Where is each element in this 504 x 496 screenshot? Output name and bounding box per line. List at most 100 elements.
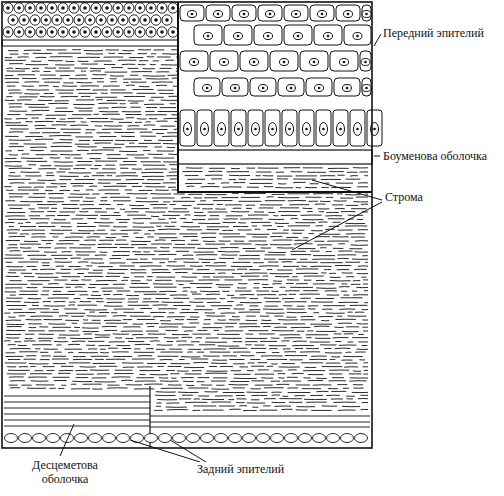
stroma-fiber [210,215,219,216]
stroma-fiber [306,334,329,335]
stroma-fiber [289,204,309,205]
stroma-fiber [158,356,179,357]
stroma-fiber [56,107,68,108]
stroma-fiber [214,262,226,263]
stroma-fiber [306,348,319,349]
stroma-fiber [330,277,341,278]
stroma-fiber [317,244,332,245]
stroma-fiber [353,370,361,371]
stroma-fiber [172,334,189,335]
stroma-fiber [78,93,97,94]
stroma-fiber [352,290,357,291]
stroma-fiber [239,326,260,327]
stroma-fiber [177,370,188,371]
stroma-fiber [92,291,98,292]
stroma-fiber [346,276,354,277]
stroma-fiber [121,331,143,332]
stroma-fiber [281,340,289,341]
stroma-fiber [105,165,115,166]
stroma-fiber [222,222,236,223]
stroma-fiber [190,291,197,292]
stroma-fiber [48,297,69,298]
stroma-fiber [233,208,242,209]
stroma-fiber [5,82,19,83]
stroma-fiber [46,215,55,216]
stroma-fiber [68,291,88,292]
stroma-fiber [73,356,86,357]
stroma-fiber [278,197,299,198]
stroma-fiber [147,279,153,280]
stroma-fiber [9,208,22,209]
stroma-fiber [29,327,36,328]
stroma-fiber [353,294,368,295]
stroma-fiber [110,78,117,79]
stroma-fiber [100,218,109,219]
stroma-fiber [358,265,368,266]
stroma-fiber [243,248,256,249]
stroma-fiber [216,284,233,285]
stroma-fiber [85,132,92,133]
stroma-fiber [128,298,139,299]
stroma-fiber [121,380,132,381]
stroma-fiber [313,255,335,256]
stroma-fiber [229,359,244,360]
stroma-fiber [120,209,126,210]
stroma-fiber [52,236,58,237]
stroma-fiber [222,230,233,231]
stroma-fiber [48,193,64,194]
stroma-fiber [22,78,37,79]
stroma-fiber [141,172,163,173]
stroma-fiber [260,410,278,411]
stroma-fiber [53,142,72,143]
stroma-fiber [6,262,13,263]
stroma-fiber [120,265,135,266]
stroma-fiber [341,360,352,361]
stroma-fiber [84,309,107,310]
stroma-fiber [179,284,184,285]
stroma-fiber [150,222,169,223]
stroma-fiber [5,165,23,166]
stroma-fiber [108,348,118,349]
stroma-fiber [91,121,113,122]
stroma-fiber [288,369,297,370]
stroma-fiber [310,251,319,252]
stroma-fiber [126,179,145,180]
stroma-fiber [178,392,199,393]
stroma-fiber [192,370,202,371]
stroma-fiber [20,226,36,227]
stroma-fiber [295,348,303,349]
stroma-fiber [126,154,144,155]
stroma-fiber [68,344,80,345]
stroma-fiber [31,315,53,316]
stroma-fiber [61,226,72,227]
epithelial-cell [135,3,145,13]
stroma-fiber [213,277,234,278]
stroma-fiber [174,193,185,194]
stroma-fiber [305,367,317,368]
stroma-fiber [44,93,53,94]
stroma-fiber [48,103,68,104]
stroma-fiber [207,226,229,227]
stroma-fiber [150,193,171,194]
stroma-fiber [182,309,190,310]
stroma-fiber [95,334,110,335]
stroma-fiber [218,308,230,309]
stroma-fiber [9,376,24,377]
stroma-fiber [144,104,164,105]
stroma-fiber [72,323,78,324]
stroma-fiber [134,348,140,349]
stroma-fiber [132,262,153,263]
stroma-fiber [320,201,330,202]
stroma-fiber [246,338,268,339]
stroma-fiber [351,244,368,245]
stroma-fiber [99,366,117,367]
stroma-fiber [231,266,253,267]
stroma-fiber [207,229,220,230]
stroma-fiber [337,193,343,194]
stroma-fiber [40,269,55,270]
stroma-fiber [213,200,233,201]
stroma-fiber [9,103,23,104]
stroma-fiber [107,302,122,303]
stroma-fiber [5,136,19,137]
stroma-fiber [55,100,70,101]
